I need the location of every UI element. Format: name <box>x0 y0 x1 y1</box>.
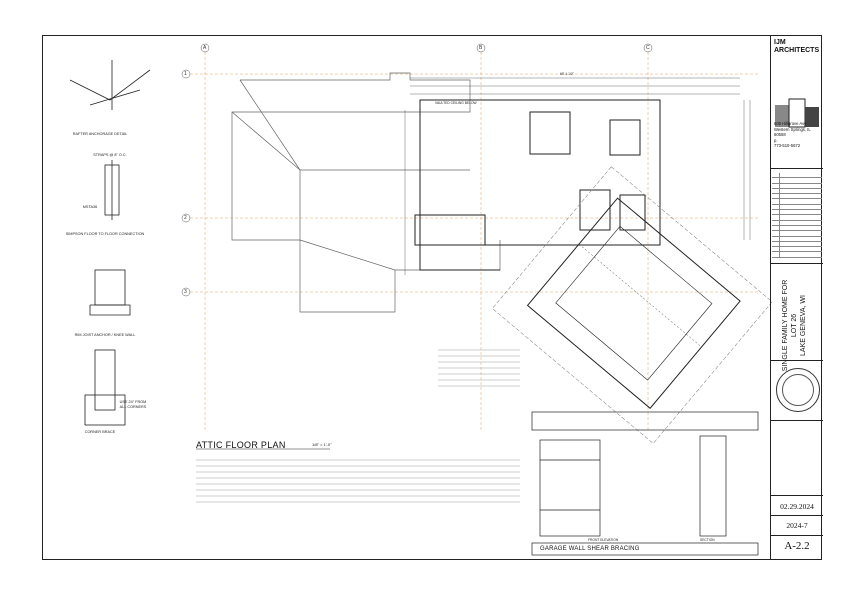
overall-dimension: 69'-1 1/2" <box>560 72 574 76</box>
simpson-label: SIMPSON FLOOR TO FLOOR CONNECTION <box>65 232 145 236</box>
divider <box>771 360 823 361</box>
plan-scale: 1/8" = 1'-0" <box>312 442 332 447</box>
divider <box>771 515 823 516</box>
grid-label-1: 1 <box>184 71 187 77</box>
grid-label-c: C <box>646 45 650 51</box>
corner-brace-label: CORNER BRACE <box>84 430 116 434</box>
firm-name: IJM ARCHITECTS <box>774 39 820 54</box>
title-block: IJM ARCHITECTS 608 Hillgrove Ave Western… <box>770 35 823 560</box>
section-label: SECTION <box>700 538 715 542</box>
divider <box>771 535 823 536</box>
drawing-sheet <box>42 35 822 560</box>
firm-logo <box>775 98 819 128</box>
grid-label-2: 2 <box>184 215 187 221</box>
corner-note: USE 24" FROM ALL CORNERS <box>119 400 147 409</box>
rim-joist-label: RIM JOIST ANCHOR / KNEE WALL <box>74 333 136 337</box>
strap-label: STRAPS @ 8" O.C. <box>93 153 127 157</box>
front-elevation-label: FRONT ELEVATION <box>588 538 619 542</box>
strap-code: MSTA36 <box>82 205 98 209</box>
divider <box>771 263 823 264</box>
job-number: 2024-7 <box>786 521 808 530</box>
sheet-number: A-2.2 <box>784 540 810 552</box>
grid-label-3: 3 <box>184 289 187 295</box>
grid-label-b: B <box>479 45 483 51</box>
sheet-date: 02.29.2024 <box>780 502 814 511</box>
architect-seal <box>776 368 820 412</box>
rafter-detail-label: RAFTER ANCHORAGE DETAIL <box>72 132 128 136</box>
garage-bracing-title: GARAGE WALL SHEAR BRACING <box>540 546 640 552</box>
revision-table <box>772 173 822 258</box>
vaulted-label: VAULTED CEILING BELOW <box>435 101 477 105</box>
grid-label-a: A <box>203 45 207 51</box>
divider <box>771 420 823 421</box>
divider <box>771 168 823 169</box>
divider <box>771 495 823 496</box>
firm-address: 608 Hillgrove Ave Western Springs, IL 60… <box>774 121 811 148</box>
plan-title: ATTIC FLOOR PLAN <box>196 440 286 450</box>
